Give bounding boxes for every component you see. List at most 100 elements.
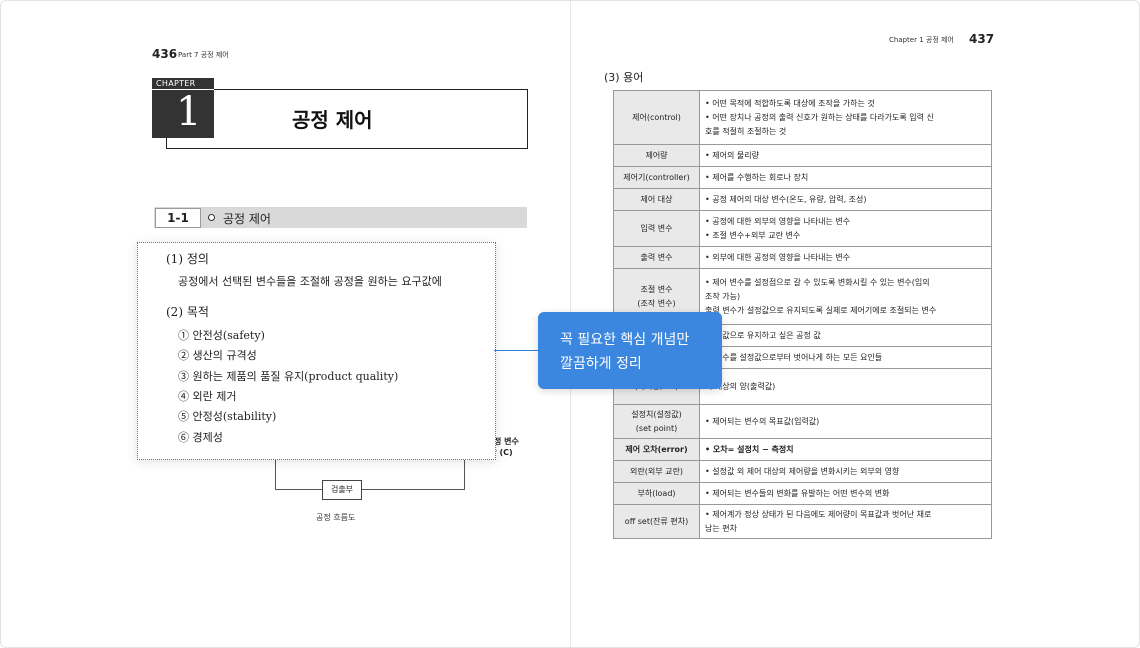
- definition-text: 어 대상의 양(출력값): [705, 381, 776, 391]
- definition-text: 남는 편차: [705, 523, 737, 533]
- term-cell: 제어량: [613, 144, 700, 167]
- diagram-line-bottom-right: [360, 489, 465, 490]
- section-title: 공정 제어: [223, 212, 271, 226]
- definition-text: • 어떤 장치나 공정의 출력 신호가 원하는 상태를 다라가도록 입력 신: [705, 112, 934, 122]
- definition-text: 조작 가능): [705, 291, 741, 301]
- callout-line-1: 꼭 필요한 핵심 개념만: [560, 332, 690, 348]
- purpose-item: ⑥ 경제성: [178, 431, 223, 444]
- callout-line-2: 깔끔하게 정리: [560, 356, 642, 372]
- left-page-number: 436: [152, 47, 178, 61]
- definition-text: • 외부에 대한 공정의 영향을 나타내는 변수: [705, 252, 851, 262]
- table-row: 외란(외부 교란) • 설정값 외 제어 대상의 제어량을 변화시키는 외부의 영…: [613, 460, 992, 483]
- term-text: 외란(외부 교란): [630, 466, 683, 476]
- diagram-line-left: [275, 458, 276, 490]
- term-text: 설정치(설정값): [631, 409, 682, 419]
- definition-text: • 공정 제어의 대상 변수(온도, 유량, 압력, 조성): [705, 194, 867, 204]
- definition-text: • 어떤 목적에 적합하도록 대상에 조작을 가하는 것: [705, 98, 875, 108]
- diagram-side-label-1: 정 변수: [494, 437, 519, 446]
- terms-table: 제어(control)• 어떤 목적에 적합하도록 대상에 조작을 가하는 것•…: [613, 90, 992, 539]
- definition-text: • 오차= 설정치 − 측정치: [705, 444, 794, 454]
- right-running-header: Chapter 1 공정 제어: [889, 36, 954, 44]
- term-text: 제어량: [645, 150, 668, 160]
- diagram-line-bottom-left: [275, 489, 322, 490]
- purpose-item: ③ 원하는 제품의 품질 유지(product quality): [178, 370, 399, 383]
- table-row: 제어(control)• 어떤 목적에 적합하도록 대상에 조작을 가하는 것•…: [613, 90, 992, 145]
- diagram-caption: 공정 흐름도: [316, 513, 356, 522]
- table-row: 제어 대상 • 공정 제어의 대상 변수(온도, 유량, 압력, 조성): [613, 188, 992, 211]
- term-cell: 제어(control): [613, 90, 700, 145]
- chapter-badge: CHAPTER 1: [152, 78, 214, 138]
- table-row: 제어 오차(error) • 오차= 설정치 − 측정치: [613, 438, 992, 461]
- definition-cell: 어 대상의 양(출력값): [699, 368, 992, 405]
- term-text: 입력 변수: [640, 223, 673, 233]
- term-cell: 입력 변수: [613, 210, 700, 247]
- table-row: 입력 변수 • 공정에 대한 외부의 영향을 나타내는 변수• 조절 변수+외부 …: [613, 210, 992, 247]
- term-text: (set point): [635, 423, 678, 433]
- definition-cell: • 제어를 수행하는 회로나 장치: [699, 166, 992, 189]
- definition-text: • 설정값 외 제어 대상의 제어량을 변화시키는 외부의 영향: [705, 466, 900, 476]
- term-cell: off set(잔류 편차): [613, 504, 700, 539]
- definition-cell: • 오차= 설정치 − 측정치: [699, 438, 992, 461]
- section-bar: [154, 207, 527, 228]
- terms-heading: (3) 용어: [604, 71, 644, 84]
- table-row: 제어량 • 제어의 물리량: [613, 144, 992, 167]
- chapter-label: CHAPTER: [156, 79, 196, 88]
- term-text: 조절 변수: [640, 284, 673, 294]
- purpose-item: ① 안전성(safety): [178, 329, 265, 342]
- definition-text: 출력 변수가 설정값으로 유지되도록 실제로 제어기에로 조절되는 변수: [705, 305, 937, 315]
- table-row: 출력 변수 • 외부에 대한 공정의 영향을 나타내는 변수: [613, 246, 992, 269]
- definition-cell: • 제어되는 변수들의 변화를 유발하는 어떤 변수의 변화: [699, 482, 992, 505]
- definition-text: • 제어의 물리량: [705, 150, 759, 160]
- term-text: off set(잔류 편차): [624, 516, 689, 526]
- purpose-item: ② 생산의 규격성: [178, 349, 257, 362]
- definition-text: • 제어를 수행하는 회로나 장치: [705, 172, 809, 182]
- chapter-title: 공정 제어: [292, 108, 373, 132]
- left-running-header: Part 7 공정 제어: [178, 51, 229, 59]
- section-number: 1-1: [155, 208, 201, 228]
- callout-connector: [494, 350, 540, 351]
- definition-text: 호를 적절히 조절하는 것: [705, 126, 787, 136]
- table-row: 부하(load) • 제어되는 변수들의 변화를 유발하는 어떤 변수의 변화: [613, 482, 992, 505]
- definition-text: • 제어 변수를 설정점으로 갈 수 있도록 변화시킬 수 있는 변수(임의: [705, 277, 930, 287]
- term-cell: 설정치(설정값) (set point): [613, 404, 700, 439]
- diagram-line-right: [464, 458, 465, 490]
- chapter-stripe: [152, 89, 214, 90]
- detector-box: 검출부: [322, 480, 362, 500]
- term-text: 부하(load): [637, 488, 676, 498]
- definition-cell: • 공정에 대한 외부의 영향을 나타내는 변수• 조절 변수+외부 교란 변수: [699, 210, 992, 247]
- chapter-number: 1: [176, 89, 202, 135]
- table-row: 제어기(controller)• 제어를 수행하는 회로나 장치: [613, 166, 992, 189]
- term-cell: 외란(외부 교란): [613, 460, 700, 483]
- definition-cell: 어 변수를 설정값으로부터 벗어나게 하는 모든 요인들: [699, 346, 992, 369]
- purpose-heading: (2) 목적: [166, 305, 209, 319]
- definition-cell: • 설정값 외 제어 대상의 제어량을 변화시키는 외부의 영향: [699, 460, 992, 483]
- right-page-number: 437: [969, 32, 995, 46]
- term-cell: 부하(load): [613, 482, 700, 505]
- definition-cell: • 제어되는 변수의 목표값(입력값): [699, 404, 992, 439]
- definition-text: 어 변수를 설정값으로부터 벗어나게 하는 모든 요인들: [705, 352, 883, 362]
- term-cell: 제어 오차(error): [613, 438, 700, 461]
- definition-cell: • 제어계가 정상 상태가 된 다음에도 제어량이 목표값과 벗어난 채로 남는…: [699, 504, 992, 539]
- table-row: off set(잔류 편차) • 제어계가 정상 상태가 된 다음에도 제어량이 …: [613, 504, 992, 539]
- term-text: 제어 오차(error): [625, 444, 688, 454]
- highlight-box: (1) 정의 공정에서 선택된 변수들을 조절해 공정을 원하는 요구값에 (2…: [137, 242, 496, 460]
- definition-text: • 제어계가 정상 상태가 된 다음에도 제어량이 목표값과 벗어난 채로: [705, 509, 932, 519]
- definition-cell: • 제어 변수를 설정점으로 갈 수 있도록 변화시킬 수 있는 변수(임의 조…: [699, 268, 992, 325]
- table-row: 설정치(설정값) (set point) • 제어되는 변수의 목표값(입력값): [613, 404, 992, 439]
- purpose-item: ④ 외란 제거: [178, 390, 237, 403]
- term-text: 제어(control): [632, 112, 681, 122]
- definition-cell: • 외부에 대한 공정의 영향을 나타내는 변수: [699, 246, 992, 269]
- purpose-item: ⑤ 안정성(stability): [178, 410, 277, 423]
- term-text: 출력 변수: [640, 252, 673, 262]
- term-text: 제어 대상: [640, 194, 673, 204]
- definition-cell: • 공정 제어의 대상 변수(온도, 유량, 압력, 조성): [699, 188, 992, 211]
- term-cell: 제어 대상: [613, 188, 700, 211]
- term-text: (조작 변수): [637, 298, 676, 308]
- definition-text: 공정에서 선택된 변수들을 조절해 공정을 원하는 요구값에: [178, 275, 442, 288]
- definition-cell: 정한 값으로 유지하고 싶은 공정 값: [699, 324, 992, 347]
- definition-text: • 제어되는 변수들의 변화를 유발하는 어떤 변수의 변화: [705, 488, 890, 498]
- definition-text: 정한 값으로 유지하고 싶은 공정 값: [705, 330, 821, 340]
- definition-text: • 공정에 대한 외부의 영향을 나타내는 변수: [705, 216, 851, 226]
- diagram-side-label-2: 외란 (C): [482, 448, 513, 457]
- definition-cell: • 어떤 목적에 적합하도록 대상에 조작을 가하는 것 • 어떤 장치나 공정의…: [699, 90, 992, 145]
